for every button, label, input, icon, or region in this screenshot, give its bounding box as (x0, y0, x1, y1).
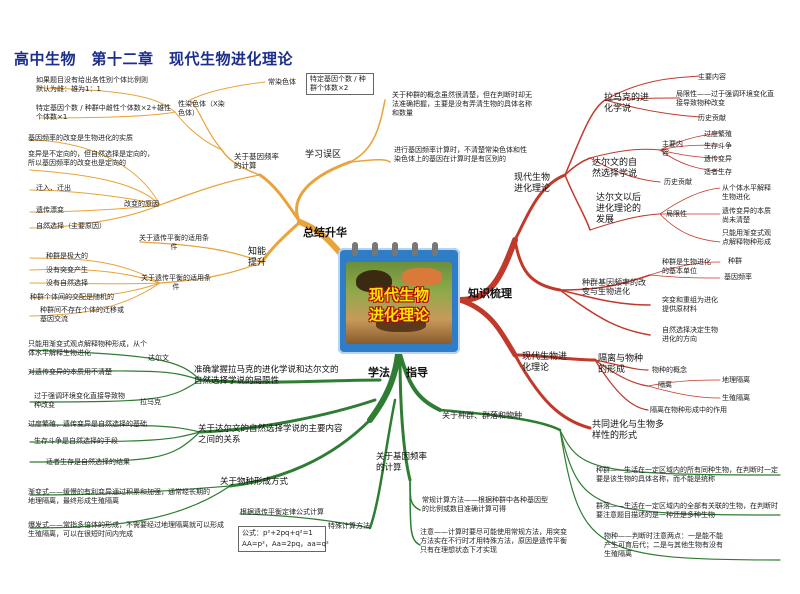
node-cond2: 没有突变产生 (46, 266, 88, 274)
node-autosome-label: 常染色体 (268, 78, 296, 86)
node-sex-label: 性染色体（X染色体） (178, 100, 225, 117)
node-pop-comm: 关于种群、群落和物种 (442, 411, 522, 420)
animal-shape (376, 316, 426, 332)
page-title: 高中生物 第十二章 现代生物进化理论 (14, 50, 294, 68)
animal-shape (356, 270, 392, 292)
node-cond1: 种群是极大的 (46, 252, 88, 260)
node-cause-note: 变异是不定向的，但自然选择是定向的，所以基因频率的改变也是定向的 (28, 150, 154, 167)
node-pf1: 种群是生物进化的基本单位 (662, 258, 711, 275)
binder-ring-icon (392, 242, 398, 256)
branch-method-b: 指导 (406, 366, 428, 379)
node-darwin-main: 主要内容 (662, 140, 683, 157)
binder-ring-icon (372, 242, 378, 256)
node-lamarck3: 历史贡献 (698, 114, 726, 122)
sp-formula-line1: 公式：p²+2pq+q²=1 (242, 529, 313, 537)
node-isolation: 隔离与物种的形成 (598, 354, 644, 375)
node-limit3: 只能用渐变式观点解释物种形成 (722, 229, 771, 246)
node-cause3: 自然选择（主要原因） (36, 222, 106, 230)
node-ability: 知能提升 (248, 247, 267, 268)
node-ns1: 过度繁殖，遗传变异是自然选择的基础 (28, 420, 147, 428)
node-pf1b: 基因频率 (724, 273, 752, 281)
sp-formula-line2: AA=p²，Aa=2pq，aa=q² (242, 540, 329, 548)
node-pc3: 物种——判断时注意两点：一是能不能产生可育后代；二是与其他生物有没有生殖隔离 (604, 532, 723, 558)
node-hw-apply: 关于遗传平衡的适用条件 (141, 274, 211, 291)
node-pf1a: 种群 (728, 257, 742, 265)
binder-ring-icon (432, 242, 438, 256)
node-darwin-limit: 局限性 (666, 210, 687, 218)
node-errors: 学习误区 (305, 150, 342, 160)
node-special: 特殊计算方法 (328, 522, 370, 530)
node-darwin-hist: 历史贡献 (664, 178, 692, 186)
node-pc1: 种群——生活在一定区域内的所有同种生物，在判断时一定要是该生物的具体名称，而不能… (596, 466, 778, 483)
center-photo: 现代生物 进化理论 (346, 262, 452, 344)
node-coevo: 共同进化与生物多样性的形式 (592, 420, 665, 441)
node-ns2: 生存斗争是自然选择的手段 (34, 437, 118, 445)
node-gc2: 注意——计算时要尽可能使用常规方法，用突变方法实在不行时才用特殊方法，原因是遗传… (420, 528, 567, 554)
node-pf2: 突变和重组为进化提供原材料 (662, 296, 718, 313)
node-darwin-m1: 过度繁殖 (704, 130, 732, 138)
branch-knowledge: 知识梳理 (468, 287, 512, 300)
node-lamarck: 拉马克的进化学说 (604, 93, 650, 114)
branch-method-a: 学法 (368, 366, 390, 379)
node-sf1: 渐变式——缓慢的有利变异通过积累和加强，通常经长期的地理隔离，最终形成生殖隔离 (28, 488, 210, 505)
binder-ring-icon (352, 242, 358, 256)
node-sp-head: 根据遗传平衡定律公式计算 (240, 508, 324, 516)
binder-ring-icon (412, 242, 418, 256)
node-darwin-q: 准确掌握拉马克的进化学说和达尔文的自然选择学说的局限性 (194, 365, 339, 386)
node-darwin-m2: 生存斗争 (704, 142, 732, 150)
node-iso1: 物种的概念 (652, 366, 687, 374)
center-title-line2: 进化理论 (368, 306, 429, 324)
node-hw-cond: 关于遗传平衡的适用条件 (139, 234, 209, 251)
node-cause-head: 基因频率的改变是生物进化的实质 (28, 134, 133, 142)
node-modern2: 现代生物进化理论 (522, 352, 568, 373)
node-dq-label2: 拉马克 (140, 398, 161, 406)
node-dq-label1: 达尔文 (148, 354, 169, 362)
node-dq3: 过于强调环境变化直接导致物种改变 (34, 392, 125, 409)
node-species-form: 关于物种形成方式 (220, 477, 289, 487)
node-iso2b: 生殖隔离 (722, 394, 750, 402)
node-sf2: 爆发式——常指多倍体的形成，不需要经过地理隔离就可以形成生殖隔离，可以在很短时间… (28, 521, 224, 538)
node-cond5: 种群间不存在个体的迁移或基因交流 (40, 306, 124, 323)
node-change-cause: 改变的原因 (124, 200, 159, 208)
node-limit2: 遗传变异的本质尚未清楚 (722, 207, 771, 224)
node-err-note2: 进行基因频率计算时，不清楚常染色体和性染色体上的基因在计算时是有区别的 (394, 146, 527, 163)
node-sex-formula2: 特定基因个数 / 种群中雌性个体数×2+雄性个体数×1 (36, 104, 171, 121)
node-cause2: 遗传漂变 (36, 206, 64, 214)
node-darwin-m4: 适者生存 (704, 168, 732, 176)
center-topic: 现代生物 进化理论 (338, 242, 460, 354)
animal-shape (402, 268, 442, 286)
node-darwin: 达尔文的自然选择学说 (592, 158, 638, 179)
node-nat-sel: 关于达尔文的自然选择学说的主要内容之间的关系 (198, 424, 343, 445)
node-lamarck2: 局限性——过于强调环境变化直接导致物种改变 (676, 90, 774, 107)
node-post-darwin: 达尔文以后进化理论的发展 (596, 193, 642, 225)
node-lamarck1: 主要内容 (698, 73, 726, 81)
node-modern: 现代生物进化理论 (514, 173, 551, 194)
node-iso2a: 地理隔离 (722, 376, 750, 384)
node-darwin-m3: 遗传变异 (704, 155, 732, 163)
node-freq-calc: 关于基因频率的计算 (234, 152, 279, 170)
center-title-line1: 现代生物 (368, 286, 429, 304)
node-autosome-formula: 特定基因个数 / 种群个体数×2 (306, 73, 374, 95)
node-cond3: 没有自然选择 (46, 279, 88, 287)
node-pc2: 群落——生活在一定区域内的全部有关联的生物，在判断时要注意题目描述的是一种还是多… (596, 502, 778, 519)
node-limit1: 从个体水平解释生物进化 (722, 184, 771, 201)
node-err-note1: 关于种群的概念虽然很清楚，但在判断时却无法准确把握，主要是没有弄清生物的具体名称… (392, 91, 532, 117)
node-dq1: 只能用渐变式观点解释物种形成，从个体水平解释生物进化 (28, 340, 147, 357)
node-sex-formula1: 如果题目没有给出各性别个体比例则默认为雌：雄为1：1 (36, 76, 148, 93)
node-sp-formula: 公式：p²+2pq+q²=1 AA=p²，Aa=2pq，aa=q² (238, 526, 329, 552)
node-iso3: 隔离在物种形成中的作用 (650, 406, 727, 414)
node-gene-calc: 关于基因频率的计算 (376, 452, 428, 473)
branch-summary: 总结升华 (303, 226, 347, 239)
node-pop-freq: 种群基因频率的改变与生物进化 (582, 278, 646, 296)
node-iso2: 隔离 (658, 381, 672, 389)
node-pf3: 自然选择决定生物进化的方向 (662, 326, 718, 343)
node-cause1: 迁入、迁出 (36, 184, 71, 192)
node-cond4: 种群个体间的交配是随机的 (30, 293, 114, 301)
node-dq2: 对遗传变异的本质用不清楚 (28, 368, 112, 376)
node-gc1: 常规计算方法——根据种群中各种基因型的比例或数目准确计算可得 (422, 496, 548, 513)
node-ns3: 适者生存是自然选择的结果 (46, 458, 130, 466)
